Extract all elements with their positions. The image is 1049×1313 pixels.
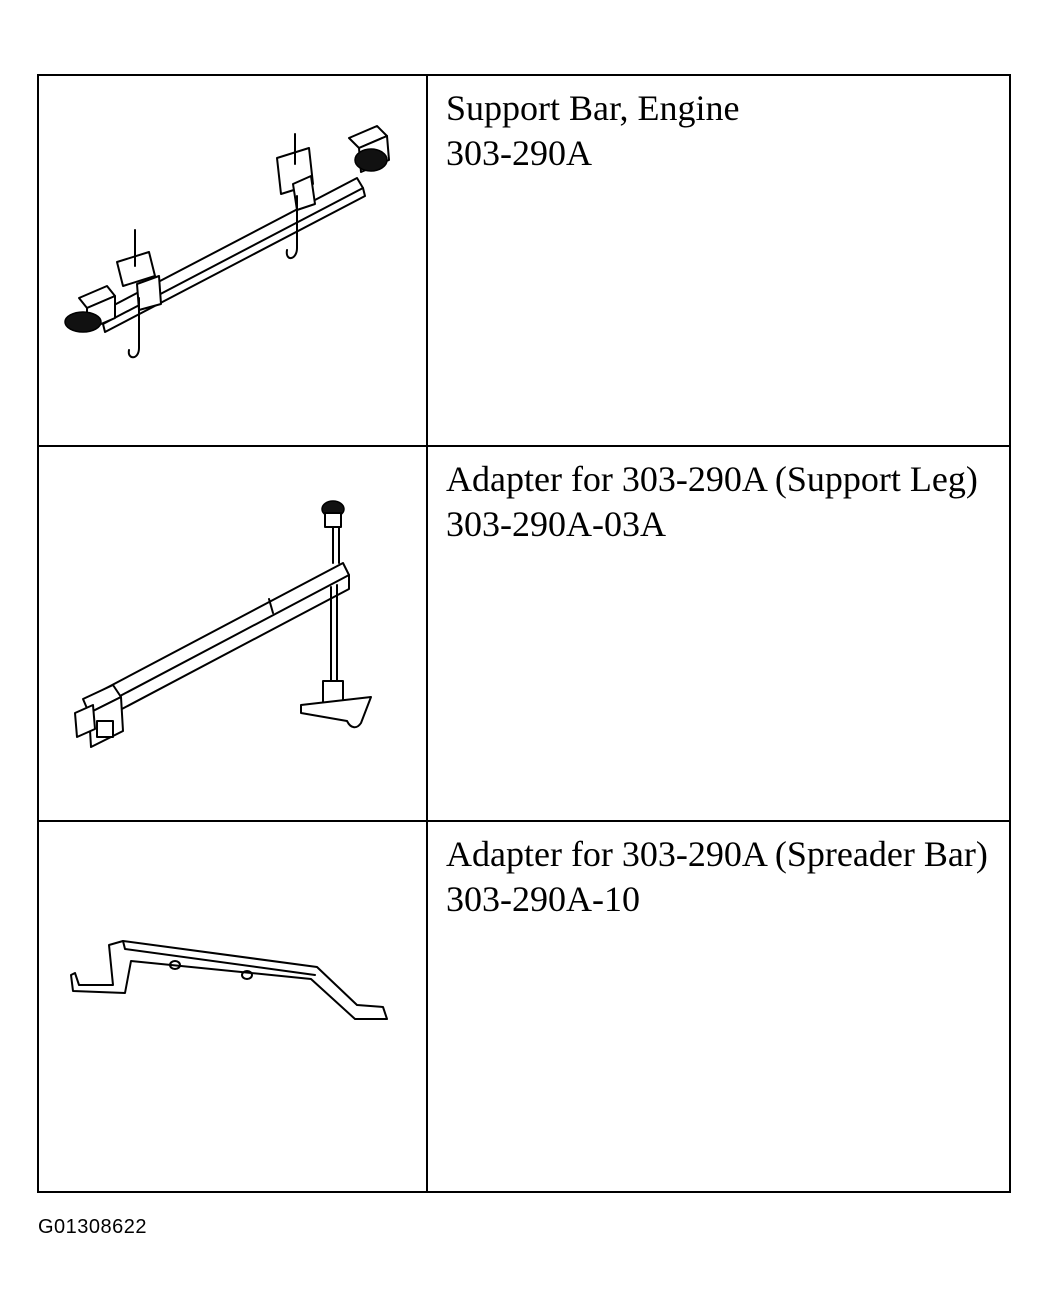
- tool-name: Adapter for 303-290A (Spreader Bar): [446, 834, 988, 874]
- tool-illustration-cell: [39, 822, 428, 1191]
- figure-code: G01308622: [38, 1216, 148, 1238]
- tool-row-support-leg-adapter: Adapter for 303-290A (Support Leg) 303-2…: [39, 447, 1009, 822]
- support-leg-adapter-illustration: [74, 500, 372, 748]
- tool-part-number: 303-290A-03A: [446, 504, 666, 544]
- tool-name: Support Bar, Engine: [446, 88, 740, 128]
- tool-description-cell: Support Bar, Engine 303-290A: [428, 76, 1009, 445]
- tool-description-cell: Adapter for 303-290A (Support Leg) 303-2…: [428, 447, 1009, 820]
- special-tools-table: Support Bar, Engine 303-290A: [37, 74, 1011, 1193]
- tool-part-number: 303-290A-10: [446, 879, 640, 919]
- spreader-bar-adapter-illustration: [70, 940, 388, 1020]
- tool-name: Adapter for 303-290A (Support Leg): [446, 459, 978, 499]
- tool-illustration-cell: [39, 76, 428, 445]
- tool-row-support-bar: Support Bar, Engine 303-290A: [39, 76, 1009, 447]
- tool-description-cell: Adapter for 303-290A (Spreader Bar) 303-…: [428, 822, 1009, 1191]
- engine-support-bar-illustration: [64, 125, 390, 359]
- tool-part-number: 303-290A: [446, 133, 592, 173]
- tool-illustration-cell: [39, 447, 428, 820]
- tool-row-spreader-bar-adapter: Adapter for 303-290A (Spreader Bar) 303-…: [39, 822, 1009, 1191]
